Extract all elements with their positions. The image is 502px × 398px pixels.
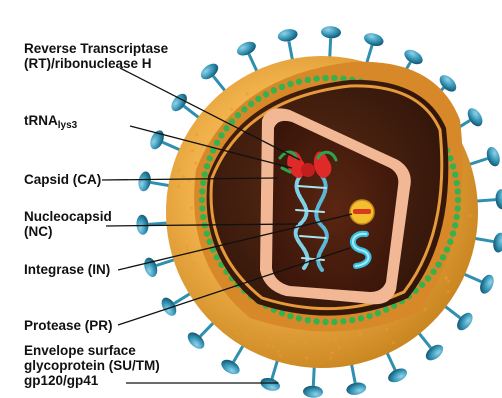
glycoprotein-spike (321, 26, 342, 60)
label-nucleocapsid: Nucleocapsid (NC) (24, 209, 112, 239)
glycoprotein-spike (386, 350, 409, 385)
glycoprotein-spike (198, 61, 227, 94)
protease-particle (350, 200, 374, 224)
glycoprotein-spike (362, 31, 385, 66)
glycoprotein-spike (185, 321, 216, 352)
glycoprotein-spike (259, 358, 282, 393)
label-capsid: Capsid (CA) (24, 172, 101, 187)
glycoprotein-spike (461, 273, 496, 296)
label-integrase: Integrase (IN) (24, 262, 110, 277)
glycoprotein-spike (219, 343, 245, 377)
glycoprotein-spike (417, 331, 446, 364)
label-trna: tRNAlys3 (24, 113, 77, 133)
glycoprotein-spike (303, 364, 324, 398)
label-reverse-transcriptase: Reverse Transcriptase (RT)/ribonuclease … (24, 41, 168, 71)
glycoprotein-spike (277, 28, 299, 63)
label-protease: Protease (PR) (24, 318, 113, 333)
glycoprotein-spike (137, 171, 172, 193)
glycoprotein-spike (472, 232, 502, 254)
glycoprotein-spike (235, 39, 258, 74)
glycoprotein-spike (467, 145, 502, 168)
glycoprotein-spike (443, 304, 476, 333)
label-envelope-glycoprotein: Envelope surface glycoprotein (SU/TM) gp… (24, 343, 160, 388)
glycoprotein-spike (345, 361, 367, 396)
